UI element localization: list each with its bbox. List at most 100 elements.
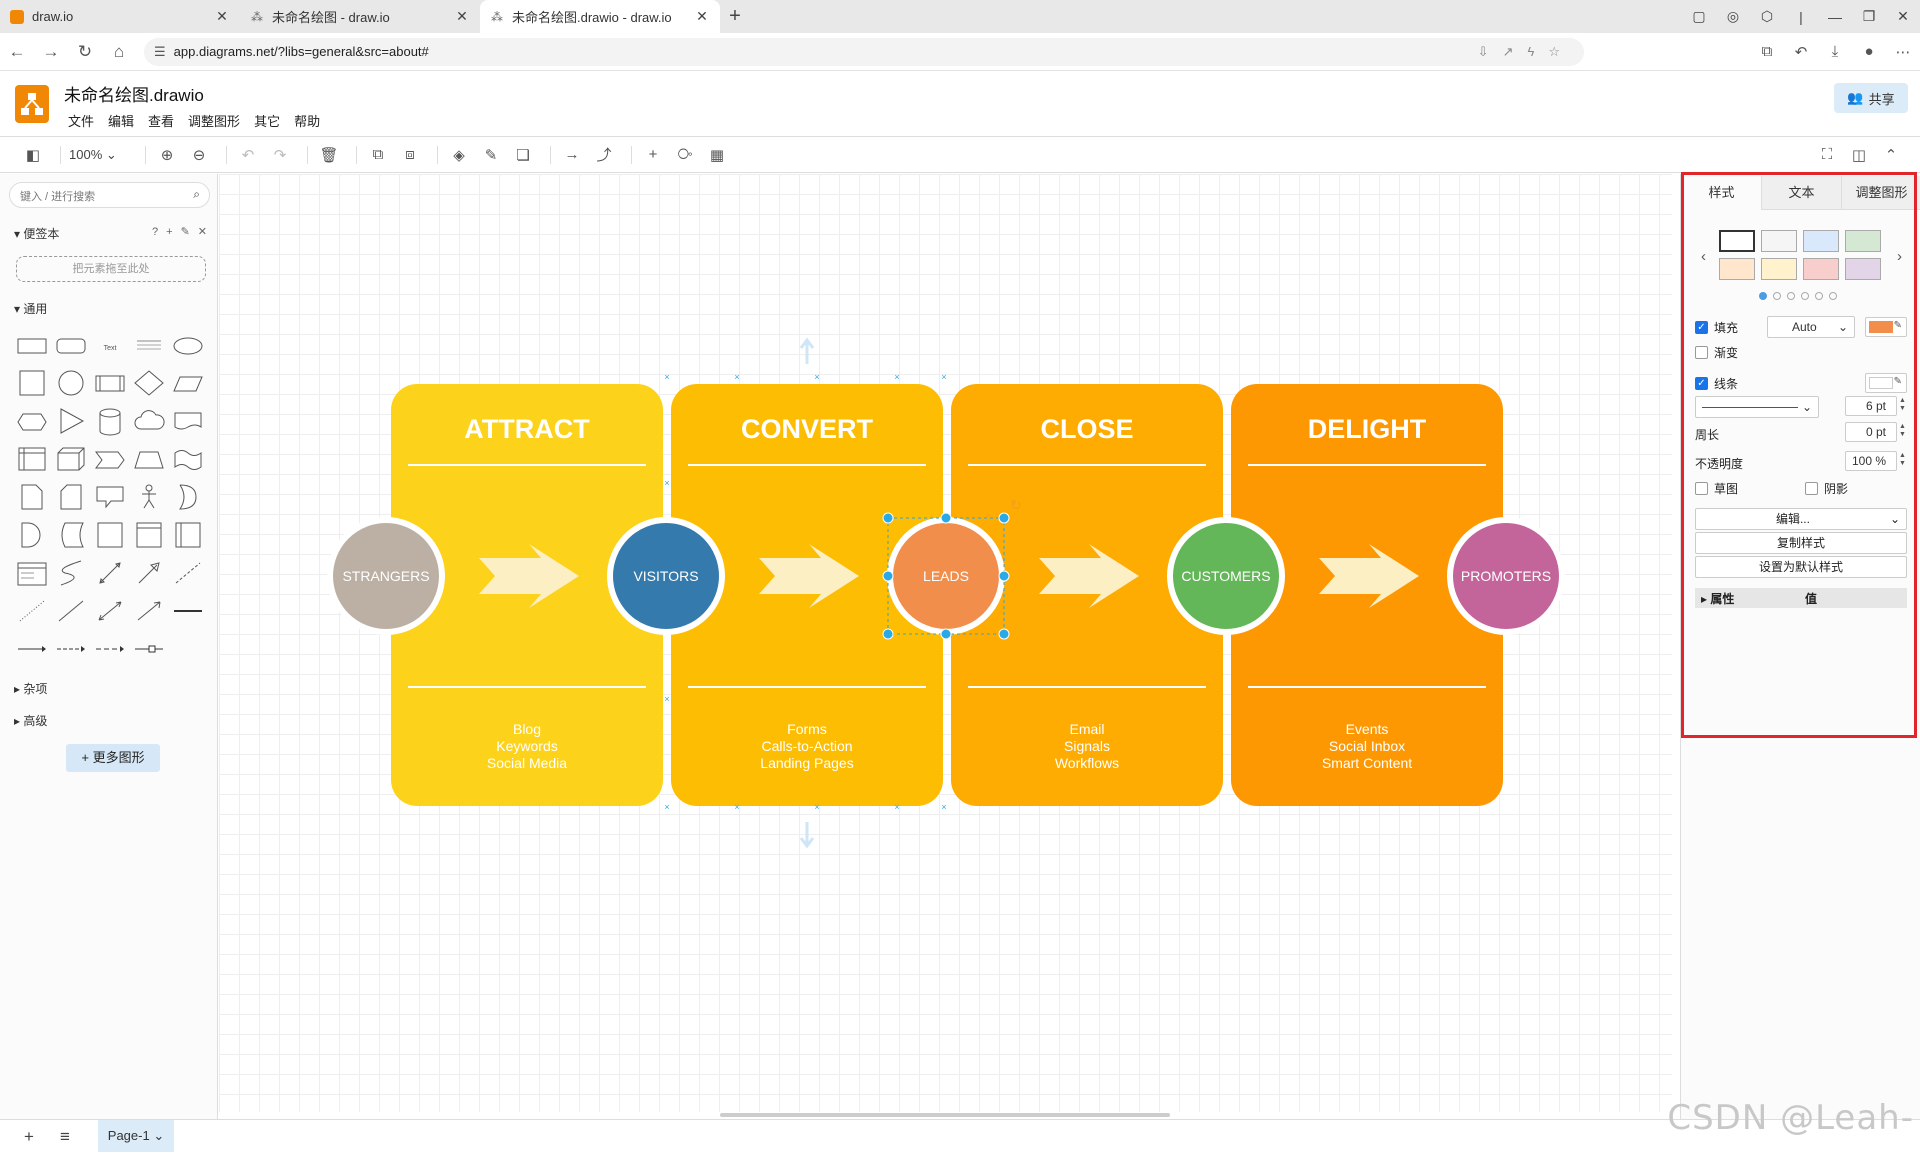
set-default-style-button[interactable]: 设置为默认样式 (1695, 556, 1907, 578)
data-storage-shape-icon[interactable] (53, 516, 89, 554)
gradient-checkbox[interactable] (1695, 346, 1708, 359)
add-page-icon[interactable]: + (24, 1127, 34, 1146)
style-swatch[interactable] (1845, 258, 1881, 280)
url-action-icons[interactable]: ⇩↗ϟ☆ (1477, 43, 1574, 59)
cylinder-shape-icon[interactable] (92, 402, 128, 440)
more-shapes-button[interactable]: + 更多图形 (66, 744, 160, 772)
browser-tab-untitled[interactable]: ⁂ 未命名绘图 - draw.io ✕ (240, 0, 480, 33)
bidirectional-arrow-shape-icon[interactable] (92, 554, 128, 592)
cube-shape-icon[interactable] (53, 440, 89, 478)
ellipse-shape-icon[interactable] (170, 326, 206, 364)
stage-block-attract[interactable] (391, 384, 663, 806)
scratchpad-dropzone[interactable]: 把元素拖至此处 (16, 256, 206, 282)
square-2-shape-icon[interactable] (92, 516, 128, 554)
page-dot[interactable] (1773, 292, 1781, 300)
help-icon[interactable]: ? (152, 226, 159, 238)
new-tab-plus-icon[interactable]: + (729, 5, 741, 27)
collapse-icon[interactable]: ⌃ (1884, 146, 1898, 164)
download-icon[interactable]: ⤓ (1831, 43, 1839, 60)
site-info-icon[interactable]: ☰ (154, 43, 166, 59)
reload-icon[interactable]: ↻ (77, 41, 93, 61)
shape-search-input[interactable]: 键入 / 进行搜索 ⌕ (9, 182, 210, 208)
profile-avatar-icon[interactable]: ● (1864, 43, 1874, 60)
format-panel-toggle-icon[interactable]: ◧ (25, 146, 41, 164)
connector-2-shape-icon[interactable] (53, 630, 89, 668)
square-shape-icon[interactable] (14, 364, 50, 402)
general-header[interactable]: ▾ 通用 (14, 302, 48, 316)
bidirectional-connector-shape-icon[interactable] (92, 592, 128, 630)
stage-block-delight[interactable] (1231, 384, 1503, 806)
menu-edit[interactable]: 编辑 (108, 114, 135, 129)
zoom-in-icon[interactable]: ⊕ (160, 146, 174, 164)
line-color-icon[interactable]: ✎ (484, 146, 498, 164)
undo-icon[interactable]: ↶ (241, 146, 255, 164)
tape-shape-icon[interactable] (170, 440, 206, 478)
style-swatch[interactable] (1719, 258, 1755, 280)
sketch-checkbox[interactable] (1695, 482, 1708, 495)
directional-connector-shape-icon[interactable] (131, 592, 167, 630)
container-shape-icon[interactable] (170, 516, 206, 554)
resize-handle[interactable] (940, 628, 952, 640)
arrow-shape-icon[interactable] (131, 554, 167, 592)
style-swatch[interactable] (1845, 230, 1881, 252)
close-icon[interactable]: ✕ (197, 226, 207, 238)
stage-circle-visitors[interactable] (607, 517, 725, 635)
tab-actions-icon[interactable]: ▢ (1692, 8, 1706, 24)
copy-style-button[interactable]: 复制样式 (1695, 532, 1907, 554)
curve-shape-icon[interactable] (53, 554, 89, 592)
internal-storage-shape-icon[interactable] (14, 440, 50, 478)
menu-file[interactable]: 文件 (68, 114, 95, 129)
share-button[interactable]: 👥 共享 (1834, 83, 1908, 113)
connect-up-arrow-icon[interactable] (799, 337, 815, 364)
to-back-icon[interactable]: ⧈ (405, 146, 415, 163)
zoom-out-icon[interactable]: ⊖ (192, 146, 206, 164)
pages-menu-icon[interactable]: ≡ (60, 1127, 70, 1146)
search-icon[interactable]: ⌕ (193, 187, 200, 201)
tab-style[interactable]: 样式 (1681, 176, 1761, 210)
zoom-select[interactable]: 100% ⌄ (69, 146, 117, 162)
minimize-icon[interactable]: — (1828, 8, 1842, 25)
stage-block-close[interactable] (951, 384, 1223, 806)
close-window-icon[interactable]: ✕ (1897, 8, 1909, 24)
connect-down-arrow-icon[interactable] (799, 822, 815, 849)
misc-header[interactable]: ▸ 杂项 (14, 682, 48, 696)
back-icon[interactable]: ← (8, 41, 26, 61)
link-shape-icon[interactable] (170, 592, 206, 630)
scratchpad-header[interactable]: ▾ 便签本 (14, 227, 60, 241)
actor-shape-icon[interactable] (131, 478, 167, 516)
callout-shape-icon[interactable] (92, 478, 128, 516)
fill-mode-select[interactable]: Auto⌄ (1767, 316, 1855, 338)
document-shape-icon[interactable] (170, 402, 206, 440)
connection-icon[interactable]: → (564, 146, 580, 163)
opacity-input[interactable]: 100 % (1845, 451, 1897, 471)
line-pattern-select[interactable]: ⌄ (1695, 396, 1819, 418)
menu-extras[interactable]: 其它 (254, 114, 281, 129)
style-swatch[interactable] (1803, 230, 1839, 252)
connector-1-shape-icon[interactable] (14, 630, 50, 668)
advanced-header[interactable]: ▸ 高级 (14, 714, 48, 728)
tab-close-icon[interactable]: ✕ (216, 8, 228, 24)
menu-view[interactable]: 查看 (148, 114, 175, 129)
process-shape-icon[interactable] (92, 364, 128, 402)
parallelogram-shape-icon[interactable] (170, 364, 206, 402)
fill-checkbox[interactable]: ✓ (1695, 321, 1708, 334)
chevron-right-icon[interactable]: › (1897, 248, 1902, 265)
resize-handle[interactable] (882, 628, 894, 640)
and-shape-icon[interactable] (14, 516, 50, 554)
cloud-shape-icon[interactable] (131, 402, 167, 440)
page-dot[interactable] (1815, 292, 1823, 300)
tab-close-icon[interactable]: ✕ (456, 8, 468, 24)
hexagon-shape-icon[interactable] (14, 402, 50, 440)
home-icon[interactable]: ⌂ (113, 41, 125, 61)
connector-4-shape-icon[interactable] (131, 630, 167, 668)
edit-style-button[interactable]: 编辑...⌄ (1695, 508, 1907, 530)
add-icon[interactable]: + (166, 226, 173, 238)
stage-block-convert[interactable] (671, 384, 943, 806)
style-swatch[interactable] (1719, 230, 1755, 252)
rotate-handle-icon[interactable]: ↻ (1010, 497, 1022, 513)
resize-handle[interactable] (882, 512, 894, 524)
eyedropper-icon[interactable]: ✎ (1893, 320, 1902, 331)
chevron-left-icon[interactable]: ‹ (1701, 248, 1706, 265)
extensions-icon[interactable]: ⬡ (1760, 8, 1774, 24)
fill-color-button[interactable]: ✎ (1865, 317, 1907, 337)
